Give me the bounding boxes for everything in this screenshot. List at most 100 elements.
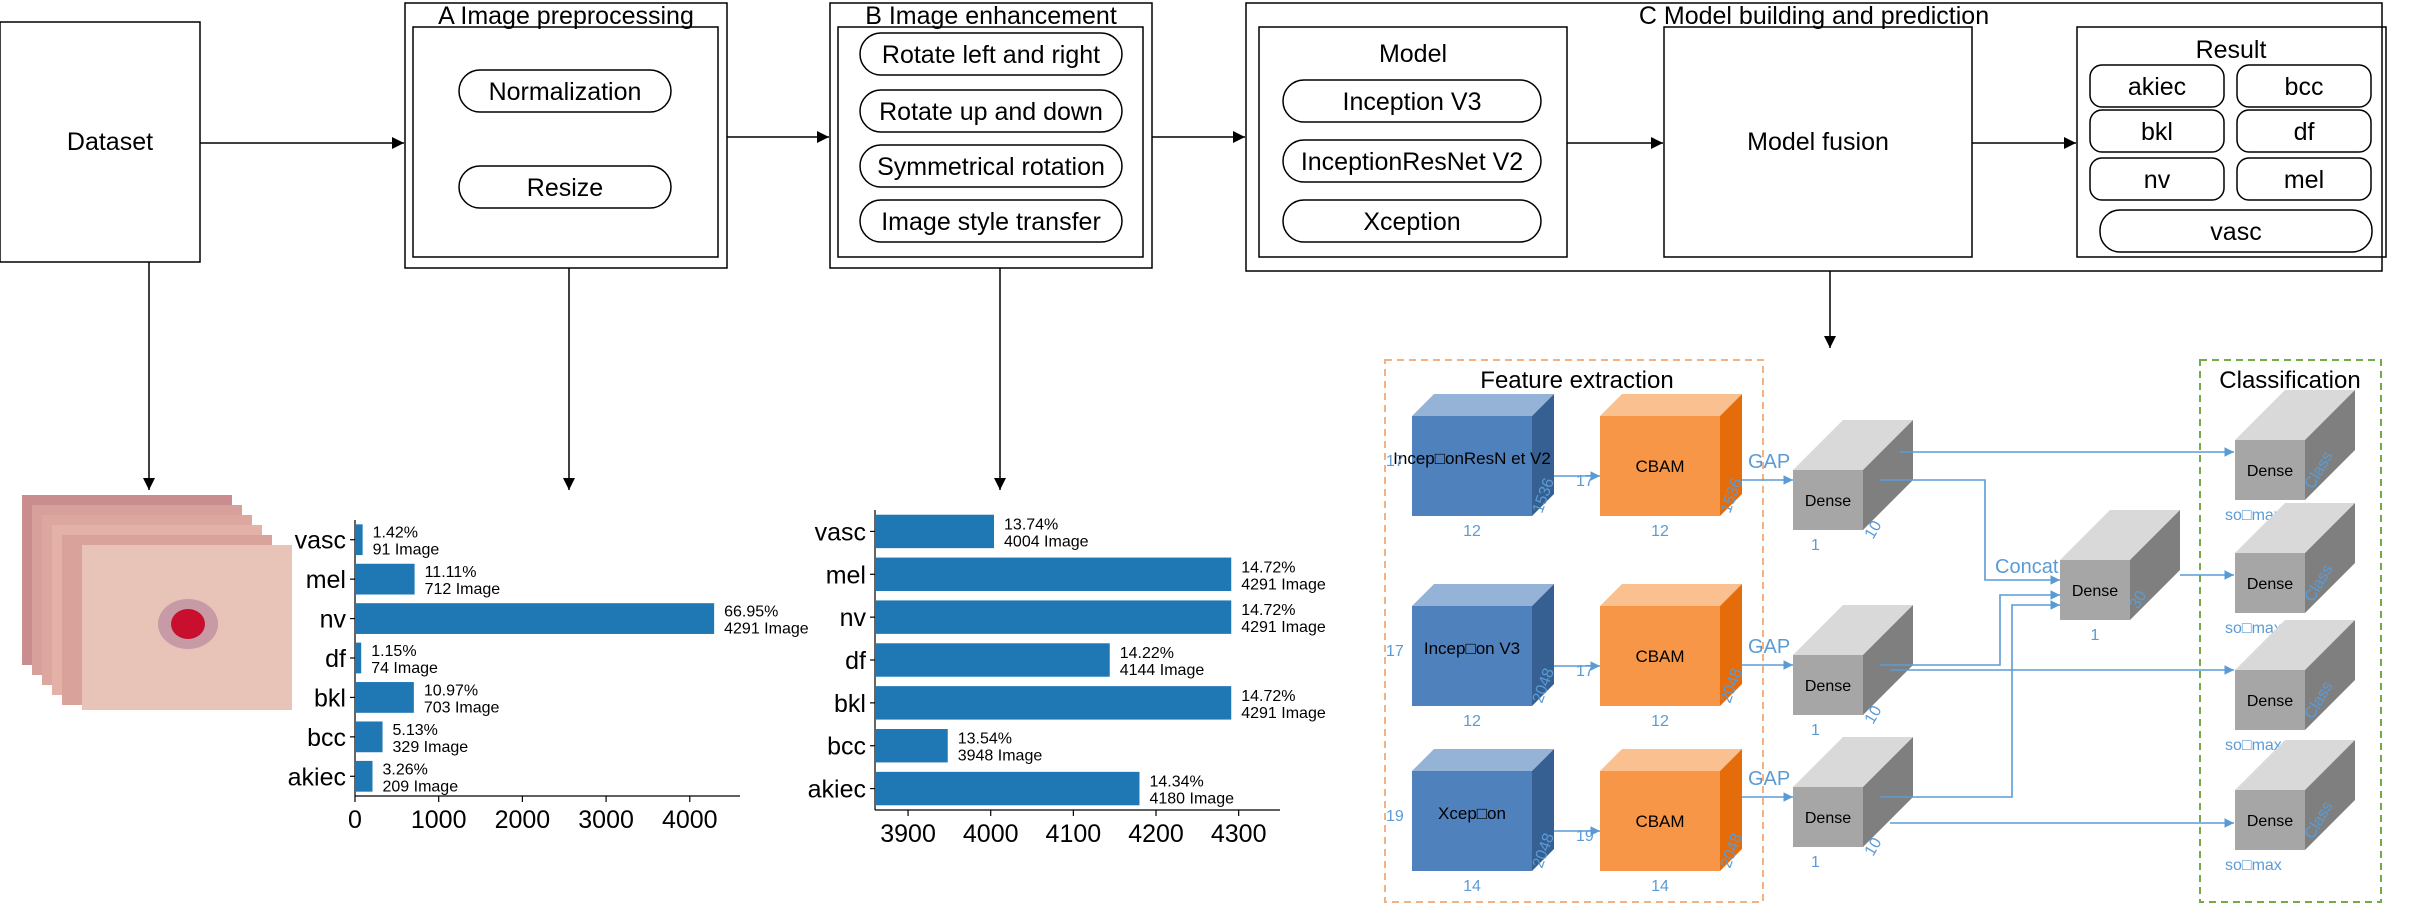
backbone-block-2-front [1412,771,1532,871]
count-label: 4291 Image [1241,619,1326,636]
dense-block-1 [1793,605,1913,715]
dense-block-0-front [1793,470,1863,530]
count-label: 4291 Image [724,621,809,638]
backbone-label: Incep□onResN et V2 [1393,449,1551,468]
normalization-pill [458,69,672,113]
cbam-block-0-top [1600,394,1742,416]
category-label: akiec [288,763,346,791]
bar-bkl [875,686,1232,720]
class-mel: mel [2284,166,2324,194]
classifier-dense-label: Dense [2247,463,2293,480]
x-tick-label: 1000 [411,806,467,834]
classifier-block-2-front [2235,670,2305,730]
model-1-label: Inception V3 [1343,88,1482,116]
dimension-label: so□max [2225,620,2282,637]
dense-block-2 [1793,737,1913,847]
cbam-block-1-side [1720,584,1742,706]
dense-label: Dense [1805,493,1851,510]
x-tick-label: 4300 [1211,820,1267,848]
lesion [171,609,205,639]
class-pill-bkl [2089,109,2225,153]
percent-label: 11.11% [425,564,477,581]
classifier-block-2-top [2235,620,2355,670]
class-nv: nv [2144,166,2171,194]
class-pill-mel [2236,157,2372,201]
dimension-label: 1 [1811,722,1820,739]
count-label: 4004 Image [1004,533,1089,550]
category-label: df [845,647,866,675]
preprocessing-outer [404,2,728,269]
backbone-block-1-front [1412,606,1532,706]
x-tick-label: 3000 [578,806,634,834]
class-pill-bcc [2236,64,2372,108]
concat-dense-block-side [2130,510,2180,620]
resize-label: Resize [527,174,603,202]
model-pill-2 [1282,139,1542,183]
class-pill-vasc [2099,209,2373,253]
dense-label: Dense [1805,810,1851,827]
count-label: 4144 Image [1120,662,1205,679]
concat-label: Concat [1995,556,2059,578]
dataset-box [0,21,201,263]
percent-label: 66.95% [724,604,778,621]
cbam-block-2-front [1600,771,1720,871]
category-label: vasc [815,518,866,546]
result-box [2076,26,2387,258]
classifier-block-2-side [2305,620,2355,730]
concat-dense-label: Dense [2072,583,2118,600]
category-label: df [325,645,346,673]
classifier-block-3 [2235,740,2355,850]
feature-extraction-frame [1384,359,1764,903]
bar-df [875,643,1110,677]
x-tick-label: 4000 [662,806,718,834]
cbam-block-0-side [1720,394,1742,516]
bar-vasc [355,524,363,556]
modeling-title: C Model building and prediction [1639,2,1989,30]
model-3-label: Xception [1363,208,1460,236]
enhancement-outer [829,2,1153,269]
flow-line [1880,479,2060,585]
classification-frame [2199,359,2382,903]
backbone-label: Xcep□on [1438,804,1506,823]
count-label: 209 Image [382,778,458,795]
class-bkl: bkl [2141,118,2173,146]
dimension-label: 19 [1386,808,1404,825]
dimension-label: 14 [1463,878,1481,895]
pipeline-labels: Dataset A Image preprocessing Normalizat… [67,2,2324,246]
category-label: bkl [834,690,866,718]
classifier-block-0-top [2235,390,2355,440]
percent-label: 13.54% [958,731,1012,748]
gap-label: GAP [1748,636,1790,658]
dimension-label: 1 [1811,537,1820,554]
enhancement-title: B Image enhancement [865,2,1117,30]
network-diagram: Feature extraction Classification Incep□… [1384,359,2382,903]
dimension-label: 17 [1386,643,1404,660]
category-label: bcc [827,733,866,761]
cbam-block-2 [1600,749,1742,871]
dimension-label: 1 [2091,627,2100,644]
dermoscopy-image-stack [22,495,292,710]
category-label: nv [320,606,347,634]
count-label: 4291 Image [1241,576,1326,593]
enh-step-2: Rotate up and down [879,98,1103,126]
count-label: 4291 Image [1241,705,1326,722]
count-label: 74 Image [371,660,438,677]
pipeline [0,2,2387,490]
dimension-label: so□max [2225,507,2282,524]
dense-block-1-front [1793,655,1863,715]
percent-label: 14.72% [1241,602,1295,619]
enh-pill-4 [859,199,1123,243]
x-tick-label: 0 [348,806,362,834]
bar-nv [875,600,1232,634]
x-tick-label: 4000 [963,820,1019,848]
dimension-label: 12 [1463,523,1481,540]
classifier-block-2 [2235,620,2355,730]
dense-block-1-side [1863,605,1913,715]
classifier-block-0-side [2305,390,2355,500]
classifier-block-0 [2235,390,2355,500]
concat-dense-block [2060,510,2180,620]
dense-block-2-side [1863,737,1913,847]
cbam-block-2-side [1720,749,1742,871]
category-label: mel [826,561,866,589]
